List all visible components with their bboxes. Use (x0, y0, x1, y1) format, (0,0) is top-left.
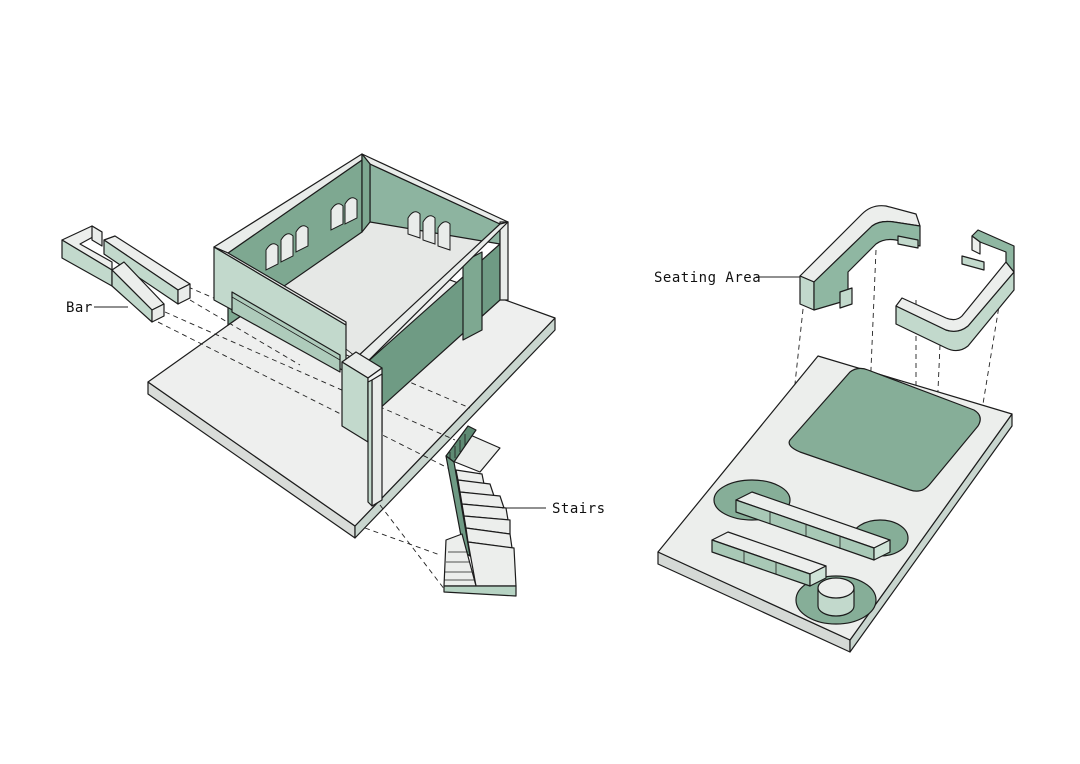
front-left-wall (213, 246, 347, 373)
stair-steps (455, 469, 517, 587)
bench-upper (735, 491, 891, 561)
right-wall (355, 221, 509, 411)
bar-counter (61, 225, 191, 323)
sofa-right (895, 229, 1015, 352)
round-table (817, 577, 855, 617)
staircase (443, 425, 517, 597)
building-assembly: Bar Stairs (61, 153, 606, 597)
bench-lower (711, 531, 827, 587)
seating-assembly: Seating Area (654, 205, 1015, 653)
front-corner-column (341, 351, 383, 507)
arched-windows-right (407, 211, 451, 251)
sofa-left (799, 205, 921, 311)
arched-windows-left (265, 197, 358, 271)
bar-label: Bar (66, 300, 93, 316)
sunken-lounge (788, 367, 981, 492)
stair-lower-flight (443, 533, 517, 597)
stairs-label: Stairs (552, 501, 606, 517)
seating-area-label: Seating Area (654, 270, 761, 286)
